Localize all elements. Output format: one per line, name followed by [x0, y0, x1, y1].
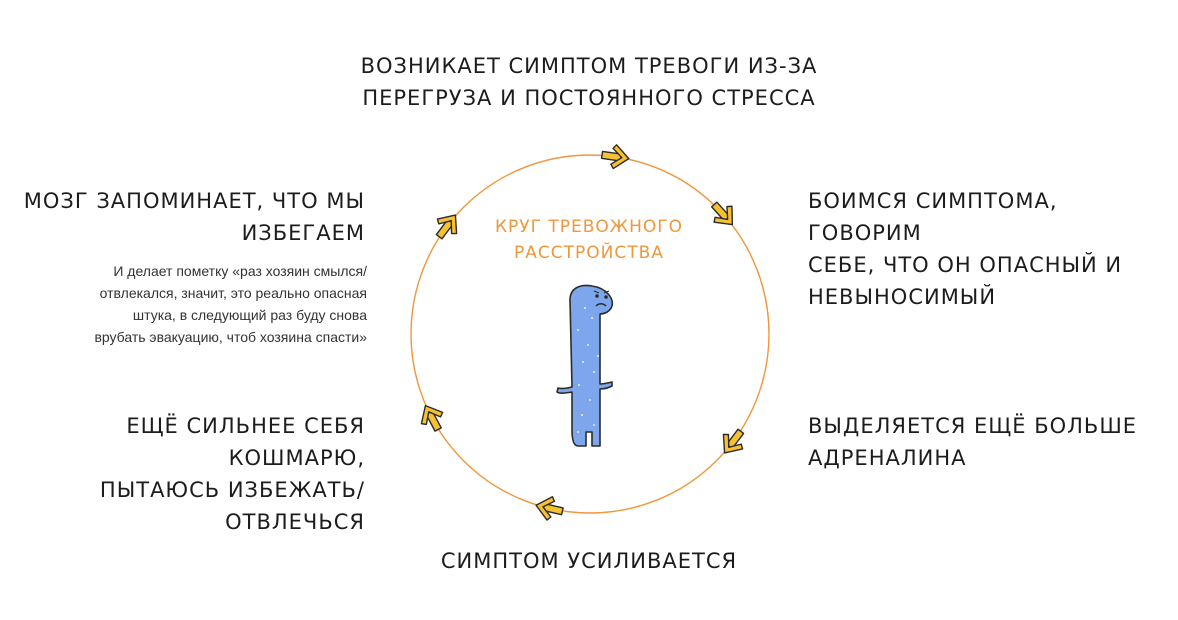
brain-note: И делает пометку «раз хозяин смылся/ отв…	[10, 260, 367, 348]
step-brain-remembers: Мозг запоминает, что мы избегаем	[10, 185, 365, 249]
cycle-arrow-icon	[415, 400, 449, 435]
cycle-arrow-icon	[430, 208, 465, 244]
step-avoidance: Ещё сильнее себя кошмарю, пытаюсь избежа…	[10, 410, 365, 538]
cycle-arrow-icon	[600, 143, 630, 171]
step-symptom-intensifies: Симптом усиливается	[389, 545, 789, 577]
step-fear-of-symptom: Боимся симптома, говорим себе, что он оп…	[808, 185, 1168, 313]
step-more-adrenaline: Выделяется ещё больше адреналина	[808, 410, 1168, 474]
step-anxiety-symptom: Возникает симптом тревоги из-за перегруз…	[339, 50, 839, 114]
worried-creature-illustration	[557, 286, 612, 446]
diagram-title: Круг тревожного расстройства	[489, 214, 689, 266]
cycle-arrow-icon	[715, 424, 750, 460]
cycle-arrow-icon	[533, 494, 565, 523]
